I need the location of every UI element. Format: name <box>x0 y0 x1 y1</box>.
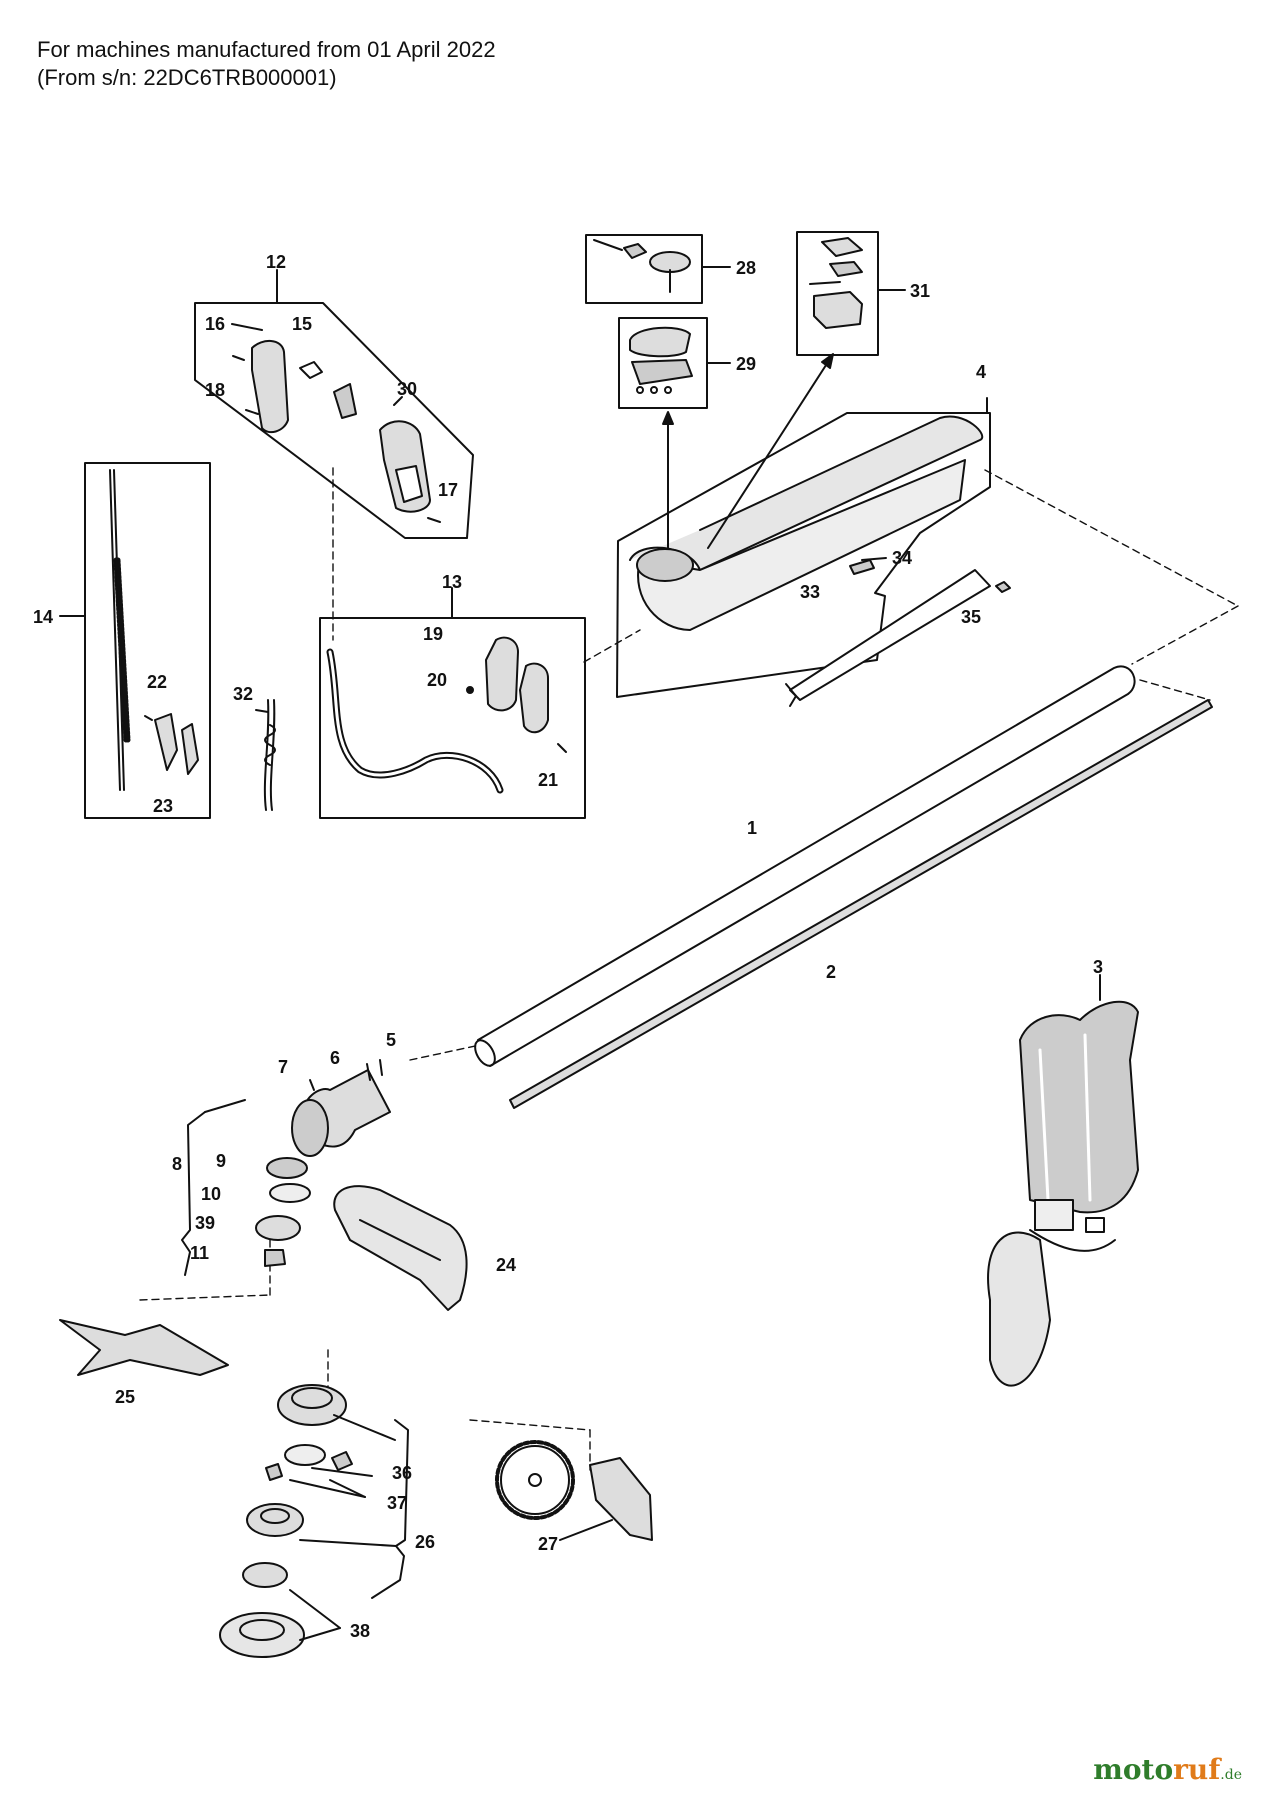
harness <box>987 974 1139 1387</box>
callout-13: 13 <box>442 572 462 592</box>
callout-10: 10 <box>201 1184 221 1204</box>
callout-12: 12 <box>266 252 286 272</box>
callout-38: 38 <box>350 1621 370 1641</box>
callout-25: 25 <box>115 1387 135 1407</box>
callout-29: 29 <box>736 354 756 374</box>
callout-14: 14 <box>33 607 53 627</box>
callout-21: 21 <box>538 770 558 790</box>
header-line-1: For machines manufactured from 01 April … <box>37 37 496 62</box>
watermark-suffix: .de <box>1220 1767 1242 1783</box>
callout-labels: 1 2 3 4 5 6 7 8 9 10 11 12 13 14 15 16 1… <box>33 252 1103 1641</box>
callout-33: 33 <box>800 582 820 602</box>
guard <box>333 1185 468 1311</box>
shaft-tube <box>474 665 1136 1067</box>
loop-handle-box <box>319 587 586 819</box>
callout-36: 36 <box>392 1463 412 1483</box>
callout-18: 18 <box>205 380 225 400</box>
callout-35: 35 <box>961 607 981 627</box>
callout-34: 34 <box>892 548 912 568</box>
wiring-loom <box>255 699 276 811</box>
callout-20: 20 <box>427 670 447 690</box>
cable-box <box>59 462 211 819</box>
watermark-part-2: ruf <box>1173 1753 1221 1786</box>
callout-5: 5 <box>386 1030 396 1050</box>
blade <box>59 1319 229 1376</box>
drive-shaft <box>509 699 1213 1109</box>
saw-blade <box>495 1440 653 1541</box>
callout-30: 30 <box>397 379 417 399</box>
callout-6: 6 <box>330 1048 340 1068</box>
callout-19: 19 <box>423 624 443 644</box>
callout-23: 23 <box>153 796 173 816</box>
cover-box <box>618 317 731 409</box>
gearbox-head <box>181 1059 391 1276</box>
callout-27: 27 <box>538 1534 558 1554</box>
guide-lines <box>139 467 1239 1471</box>
callout-15: 15 <box>292 314 312 334</box>
callout-31: 31 <box>910 281 930 301</box>
handle-assembly-group <box>194 269 474 539</box>
callout-1: 1 <box>747 818 757 838</box>
callout-39: 39 <box>195 1213 215 1233</box>
callout-24: 24 <box>496 1255 516 1275</box>
callout-4: 4 <box>976 362 986 382</box>
battery-box <box>796 231 906 356</box>
callout-9: 9 <box>216 1151 226 1171</box>
callout-26: 26 <box>415 1532 435 1552</box>
callout-7: 7 <box>278 1057 288 1077</box>
watermark-logo: motoruf.de <box>1093 1753 1242 1786</box>
callout-28: 28 <box>736 258 756 278</box>
callout-3: 3 <box>1093 957 1103 977</box>
plug-box <box>585 234 731 304</box>
callout-32: 32 <box>233 684 253 704</box>
motor-housing-group <box>616 397 1011 707</box>
callout-37: 37 <box>387 1493 407 1513</box>
watermark-part-1: moto <box>1093 1753 1174 1786</box>
header-line-2: (From s/n: 22DC6TRB000001) <box>37 65 337 90</box>
callout-22: 22 <box>147 672 167 692</box>
callout-8: 8 <box>172 1154 182 1174</box>
trimmer-head <box>219 1384 409 1658</box>
assembly-arrows <box>662 353 834 549</box>
callout-17: 17 <box>438 480 458 500</box>
callout-16: 16 <box>205 314 225 334</box>
header: For machines manufactured from 01 April … <box>37 36 496 92</box>
callout-2: 2 <box>826 962 836 982</box>
callout-11: 11 <box>190 1243 209 1263</box>
